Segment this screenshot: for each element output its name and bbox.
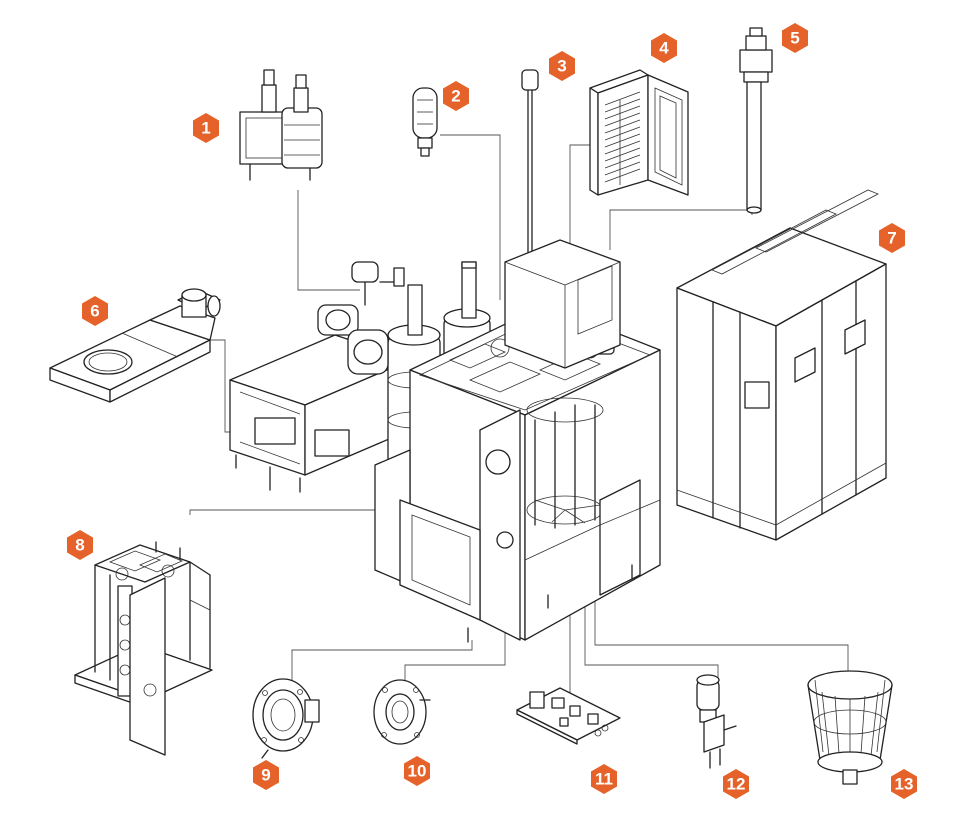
callout-number: 11 — [595, 770, 613, 789]
callout-hex-shape — [193, 113, 219, 143]
callout-badge-6: 6 — [82, 296, 108, 326]
callout-number: 5 — [790, 29, 799, 48]
callout-hex-shape — [782, 23, 808, 53]
part-5-heater-column — [739, 27, 773, 214]
callout-number: 10 — [408, 762, 427, 781]
callout-badge-9: 9 — [253, 760, 279, 790]
callout-badge-8: 8 — [67, 530, 93, 560]
callout-badge-2: 2 — [443, 81, 469, 111]
part-12-motor-unit — [696, 674, 737, 769]
callout-number: 4 — [659, 39, 669, 58]
callout-hex-shape — [591, 764, 617, 794]
callout-number: 9 — [261, 766, 270, 785]
part-9-rotary-flange — [252, 678, 320, 759]
callout-number: 12 — [727, 775, 746, 794]
part-7-control-cabinets — [676, 189, 887, 541]
part-11-circuit-board — [516, 687, 621, 745]
callout-hex-shape — [549, 51, 575, 81]
callout-badge-7: 7 — [879, 223, 905, 253]
callout-hex-shape — [891, 769, 917, 799]
callout-hex-shape — [67, 530, 93, 560]
callout-hex-shape — [82, 296, 108, 326]
callout-number: 7 — [887, 229, 896, 248]
callout-badge-5: 5 — [782, 23, 808, 53]
callout-hex-shape — [879, 223, 905, 253]
part-2-gauge-sensor — [412, 87, 438, 157]
callout-number: 8 — [75, 536, 84, 555]
callout-number: 1 — [201, 119, 210, 138]
callout-badge-12: 12 — [723, 769, 749, 799]
callout-hex-shape — [253, 760, 279, 790]
callout-badge-4: 4 — [651, 33, 677, 63]
main-machine-assembly — [229, 239, 661, 643]
callout-hex-shape — [404, 756, 430, 786]
callout-number: 6 — [90, 302, 99, 321]
callout-hex-shape — [723, 769, 749, 799]
callout-badge-10: 10 — [404, 756, 430, 786]
callout-badge-3: 3 — [549, 51, 575, 81]
part-4-open-cabinet — [589, 69, 689, 196]
part-1-dual-valve — [239, 69, 323, 181]
callout-hex-shape — [651, 33, 677, 63]
callout-badge-1: 1 — [193, 113, 219, 143]
part-10-flange — [373, 679, 431, 745]
callout-number: 2 — [451, 87, 460, 106]
callout-number: 13 — [895, 775, 914, 794]
part-3-probe-rod — [521, 69, 539, 256]
part-13-rotating-cage — [807, 670, 893, 785]
part-6-gate-valve — [49, 288, 221, 403]
callout-badge-11: 11 — [591, 764, 617, 794]
callout-number: 3 — [557, 57, 566, 76]
part-8-chamber-fixture — [74, 541, 213, 756]
callout-badge-13: 13 — [891, 769, 917, 799]
callout-hex-shape — [443, 81, 469, 111]
